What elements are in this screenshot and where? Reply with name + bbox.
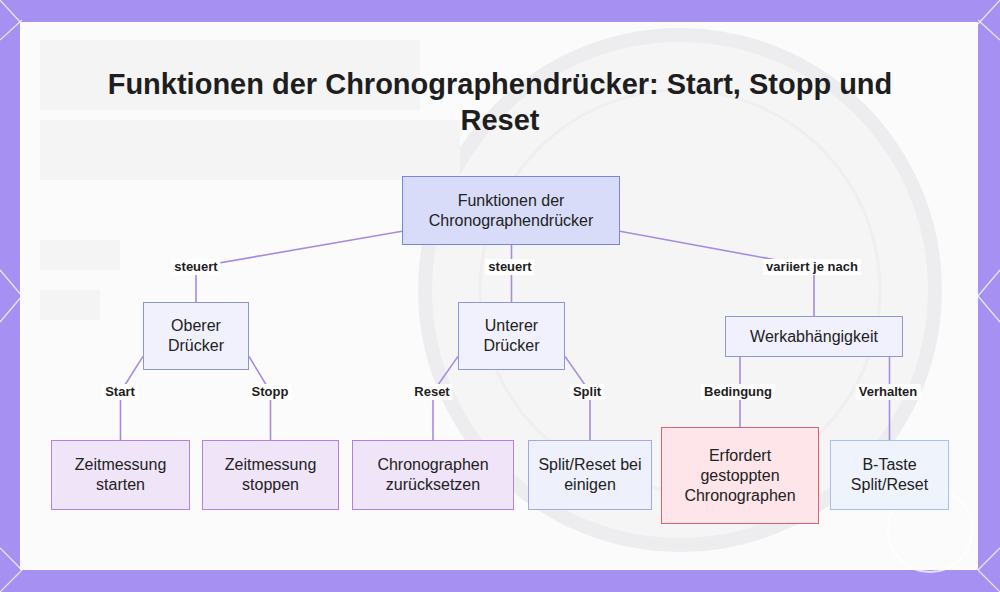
- node-text: Oberer Drücker: [150, 316, 242, 356]
- leaf-box: Split/Reset bei einigen: [528, 440, 652, 510]
- leaf-box: Zeitmessung stoppen: [202, 440, 339, 510]
- edge-label: variiert je nach: [763, 259, 861, 275]
- edge-label: Start: [102, 384, 138, 400]
- edge-label: Reset: [411, 384, 452, 400]
- leaf-box: Chronographen zurücksetzen: [352, 440, 514, 510]
- branch-box: Werkabhängigkeit: [725, 316, 903, 357]
- edge-label: steuert: [485, 259, 534, 275]
- edge-label: Stopp: [249, 384, 292, 400]
- branch-box: Oberer Drücker: [143, 302, 249, 370]
- node-text: Zeitmessung stoppen: [209, 455, 332, 495]
- panel: [20, 22, 978, 570]
- node-text: Split/Reset bei einigen: [535, 455, 645, 495]
- node-text: Funktionen der Chronographendrücker: [409, 191, 613, 231]
- edge-label: steuert: [171, 259, 220, 275]
- leaf-box: Zeitmessung starten: [51, 440, 190, 510]
- node-text: Unterer Drücker: [465, 316, 558, 356]
- leaf-box: B-Taste Split/Reset: [830, 440, 949, 510]
- node-text: Chronographen zurücksetzen: [359, 455, 507, 495]
- edge-label: Bedingung: [701, 384, 775, 400]
- node-text: Erfordert gestoppten Chronographen: [668, 446, 812, 506]
- faded-watch: [40, 35, 935, 545]
- condition-box: Erfordert gestoppten Chronographen: [661, 427, 819, 524]
- node-text: Zeitmessung starten: [58, 455, 183, 495]
- edge-label: Verhalten: [856, 384, 921, 400]
- node-text: Werkabhängigkeit: [750, 327, 878, 347]
- branch-box: Unterer Drücker: [458, 302, 565, 370]
- connector-line: [196, 231, 402, 302]
- root-box: Funktionen der Chronographendrücker: [402, 176, 620, 245]
- edge-label: Split: [570, 384, 604, 400]
- node-text: B-Taste Split/Reset: [837, 455, 942, 495]
- diagram-title: Funktionen der Chronographendrücker: Sta…: [100, 66, 900, 138]
